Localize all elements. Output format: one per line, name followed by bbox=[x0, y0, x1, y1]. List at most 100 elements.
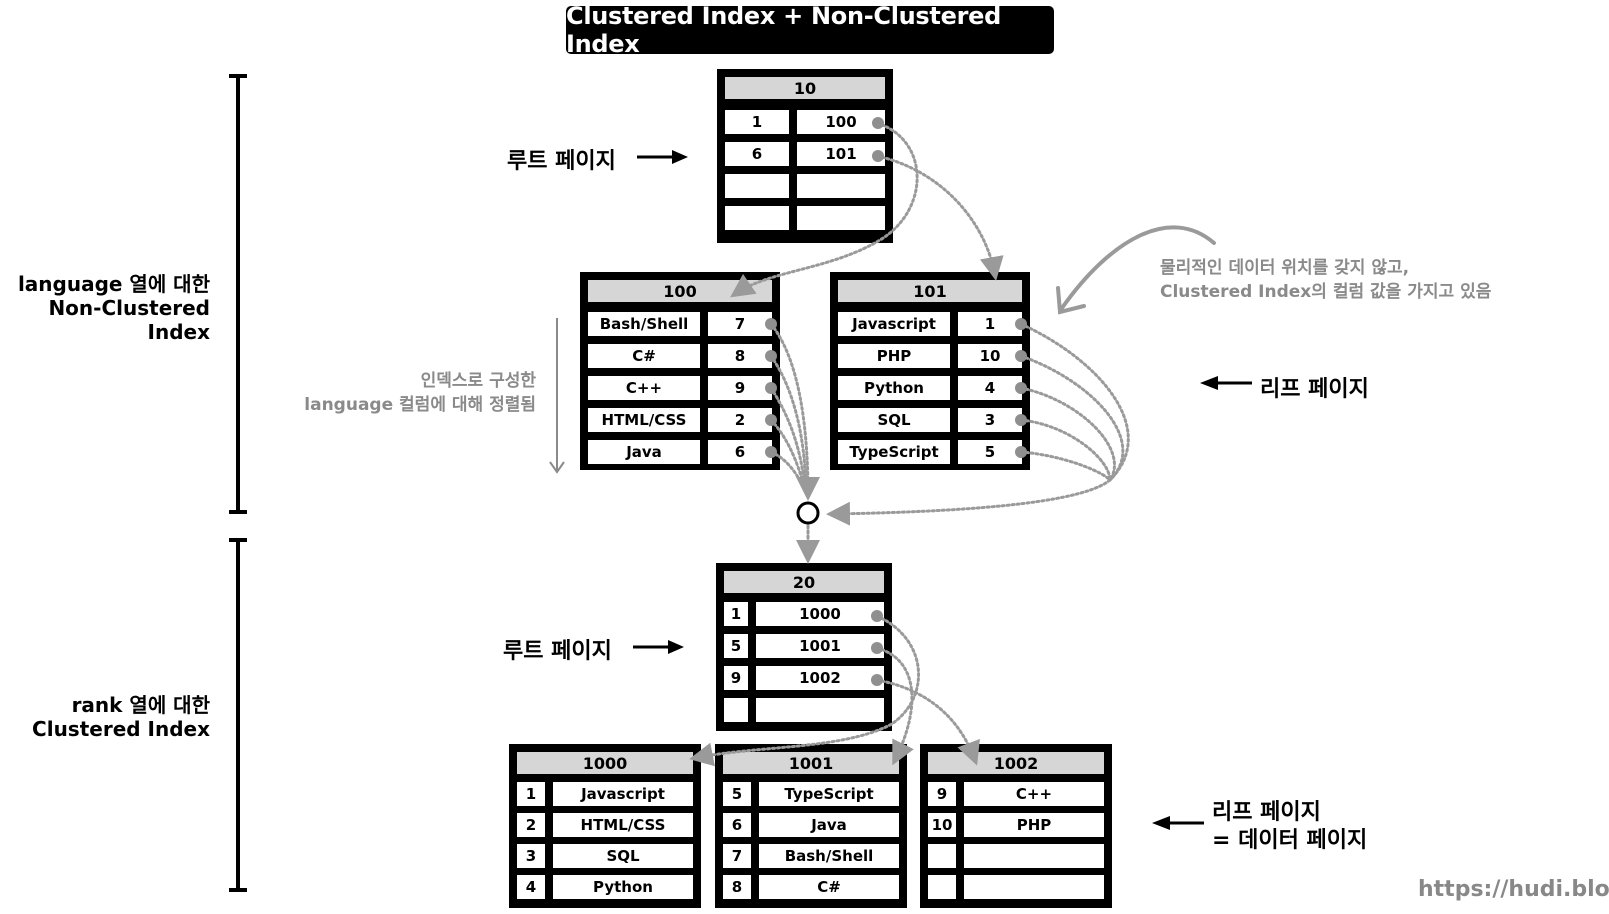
nc-leaf-language: C# bbox=[588, 344, 700, 368]
nc-leaf-rank: 6 bbox=[708, 440, 772, 464]
c-leaf-1001-page: 1001 5 TypeScript 6 Java 7 Bash/Shell 8 … bbox=[715, 744, 907, 908]
nc-root-page-label: 루트 페이지 bbox=[507, 149, 616, 174]
nc-leaf-rank: 8 bbox=[708, 344, 772, 368]
diagram-title: Clustered Index + Non-Clustered Index bbox=[566, 2, 1054, 58]
nonclustered-bracket bbox=[236, 76, 240, 514]
nc-leaf-language: Javascript bbox=[838, 312, 950, 336]
nc-root-header: 10 bbox=[725, 77, 885, 99]
c-leaf-rank: 7 bbox=[723, 844, 751, 868]
physical-note-line1: 물리적인 데이터 위치를 갖지 않고, bbox=[1160, 258, 1410, 278]
clustered-bracket-top bbox=[229, 538, 247, 542]
c-leaf-1000-page: 1000 1 Javascript 2 HTML/CSS 3 SQL 4 Pyt… bbox=[509, 744, 701, 908]
nc-root-key: 6 bbox=[725, 142, 789, 166]
nc-leaf-101-page: 101 Javascript 1 PHP 10 Python 4 SQL 3 T… bbox=[830, 272, 1030, 470]
c-root-ptr bbox=[756, 698, 884, 722]
nc-leaf-rank: 10 bbox=[958, 344, 1022, 368]
nc-root-key bbox=[725, 174, 789, 198]
junction-node bbox=[796, 501, 820, 525]
c-leaf-language: C++ bbox=[964, 782, 1104, 806]
nc-leaf-language: Bash/Shell bbox=[588, 312, 700, 336]
clustered-bracket bbox=[236, 540, 240, 892]
c-root-key: 1 bbox=[724, 602, 748, 626]
sorted-note: 인덱스로 구성한 language 컬럼에 대해 정렬됨 bbox=[276, 369, 536, 417]
c-leaf-rank: 4 bbox=[517, 875, 545, 899]
leaf101-row2-link bbox=[1019, 354, 1125, 482]
clustered-bracket-bottom bbox=[229, 888, 247, 892]
nc-leaf-language: TypeScript bbox=[838, 440, 950, 464]
c-leaf-language: Java bbox=[759, 813, 899, 837]
sorted-note-line1: 인덱스로 구성한 bbox=[420, 371, 536, 391]
c-leaf-language: Javascript bbox=[553, 782, 693, 806]
c-leaf-1001-header: 1001 bbox=[723, 752, 899, 774]
c-leaf-language: C# bbox=[759, 875, 899, 899]
nc-root-ptr bbox=[797, 174, 885, 198]
nc-root-key: 1 bbox=[725, 110, 789, 134]
nonclustered-label-line1: language 열에 대한 bbox=[17, 272, 210, 296]
c-root-ptr: 1002 bbox=[756, 666, 884, 690]
c-leaf-1002-header: 1002 bbox=[928, 752, 1104, 774]
nc-leaf-rank: 1 bbox=[958, 312, 1022, 336]
c-leaf-language: Bash/Shell bbox=[759, 844, 899, 868]
nc-leaf-rank: 2 bbox=[708, 408, 772, 432]
leaf101-row5-link bbox=[1019, 450, 1112, 482]
c-leaf-language: TypeScript bbox=[759, 782, 899, 806]
clustered-label-line1: rank 열에 대한 bbox=[71, 693, 210, 717]
c-leaf-language: HTML/CSS bbox=[553, 813, 693, 837]
c-root-key: 5 bbox=[724, 634, 748, 658]
c-leaf-rank: 8 bbox=[723, 875, 751, 899]
data-page-label: 리프 페이지 = 데이터 페이지 bbox=[1212, 799, 1367, 855]
nc-leaf-language: HTML/CSS bbox=[588, 408, 700, 432]
data-page-label-line1: 리프 페이지 bbox=[1212, 800, 1321, 825]
c-leaf-language bbox=[964, 875, 1104, 899]
nonclustered-side-label: language 열에 대한 Non-Clustered Index bbox=[0, 272, 210, 344]
nc-leaf-language: SQL bbox=[838, 408, 950, 432]
nc-root-arrow-head bbox=[672, 150, 688, 164]
physical-location-note: 물리적인 데이터 위치를 갖지 않고, Clustered Index의 컬럼 … bbox=[1160, 256, 1491, 304]
nc-root-ptr bbox=[797, 206, 885, 230]
nc-leaf-language: PHP bbox=[838, 344, 950, 368]
nonclustered-bracket-top bbox=[229, 74, 247, 78]
nc-root-page: 10 1 100 6 101 bbox=[717, 69, 893, 243]
c-leaf-rank: 6 bbox=[723, 813, 751, 837]
data-page-label-line2: = 데이터 페이지 bbox=[1212, 828, 1368, 853]
nc-leaf-language: Java bbox=[588, 440, 700, 464]
nc-root-to-leaf101 bbox=[875, 154, 1004, 281]
nc-leaf-language: C++ bbox=[588, 376, 700, 400]
nc-leaf-arrow-head bbox=[1200, 376, 1218, 390]
c-leaf-language: Python bbox=[553, 875, 693, 899]
c-leaf-language bbox=[964, 844, 1104, 868]
sort-arrow bbox=[549, 318, 565, 474]
nc-leaf-rank: 3 bbox=[958, 408, 1022, 432]
nc-root-key bbox=[725, 206, 789, 230]
c-root-key bbox=[724, 698, 748, 722]
c-root-ptr: 1000 bbox=[756, 602, 884, 626]
data-page-arrow-head bbox=[1152, 816, 1170, 830]
c-root-key: 9 bbox=[724, 666, 748, 690]
nc-leaf-language: Python bbox=[838, 376, 950, 400]
c-leaf-rank: 3 bbox=[517, 844, 545, 868]
nc-root-ptr: 101 bbox=[797, 142, 885, 166]
sorted-note-line2: language 컬럼에 대해 정렬됨 bbox=[304, 395, 536, 415]
nc-leaf-101-header: 101 bbox=[838, 280, 1022, 302]
c-leaf-1002-page: 1002 9 C++ 10 PHP bbox=[920, 744, 1112, 908]
nc-root-ptr: 100 bbox=[797, 110, 885, 134]
clustered-side-label: rank 열에 대한 Clustered Index bbox=[0, 693, 210, 741]
nc-leaf-rank: 4 bbox=[958, 376, 1022, 400]
c-leaf-rank: 9 bbox=[928, 782, 956, 806]
c-leaf-1000-header: 1000 bbox=[517, 752, 693, 774]
nc-leaf-100-page: 100 Bash/Shell 7 C# 8 C++ 9 HTML/CSS 2 J… bbox=[580, 272, 780, 470]
leaf101-row4-link bbox=[1019, 418, 1112, 482]
c-leaf-rank: 10 bbox=[928, 813, 956, 837]
c-root-ptr: 1001 bbox=[756, 634, 884, 658]
nonclustered-label-line2: Non-Clustered Index bbox=[48, 296, 210, 344]
nc-leaf-rank: 5 bbox=[958, 440, 1022, 464]
nc-leaf-rank: 9 bbox=[708, 376, 772, 400]
nonclustered-bracket-bottom bbox=[229, 510, 247, 514]
nc-leaf-100-header: 100 bbox=[588, 280, 772, 302]
leaf101-to-junction bbox=[826, 478, 1112, 526]
c-leaf-rank: 5 bbox=[723, 782, 751, 806]
physical-note-line2: Clustered Index의 컬럼 값을 가지고 있음 bbox=[1160, 282, 1492, 302]
c-root-page: 20 1 1000 5 1001 9 1002 bbox=[716, 563, 892, 731]
c-leaf-rank bbox=[928, 844, 956, 868]
c-leaf-rank: 2 bbox=[517, 813, 545, 837]
